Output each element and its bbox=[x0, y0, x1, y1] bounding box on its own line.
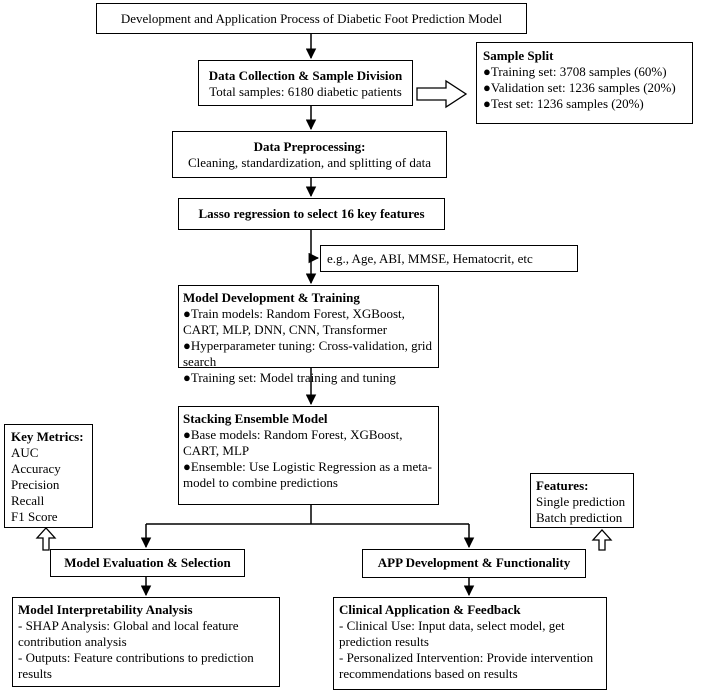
model-evaluation-box: Model Evaluation & Selection bbox=[50, 549, 245, 577]
clinical-application-item: - Personalized Intervention: Provide int… bbox=[339, 650, 594, 681]
key-metrics-item: F1 Score bbox=[11, 509, 58, 524]
data-collection-detail: Total samples: 6180 diabetic patients bbox=[209, 84, 402, 99]
model-development-item: ●Training set: Model training and tuning bbox=[183, 370, 396, 385]
stacking-ensemble-item: ●Ensemble: Use Logistic Regression as a … bbox=[183, 459, 433, 490]
key-metrics-box: Key Metrics: AUC Accuracy Precision Reca… bbox=[4, 424, 93, 528]
model-development-box: Model Development & Training ●Train mode… bbox=[178, 285, 439, 385]
data-collection-heading: Data Collection & Sample Division bbox=[208, 68, 403, 83]
interpretability-heading: Model Interpretability Analysis bbox=[18, 602, 193, 617]
sample-split-item: ●Validation set: 1236 samples (20%) bbox=[483, 80, 676, 95]
stacking-ensemble-item: ●Base models: Random Forest, XGBoost, CA… bbox=[183, 427, 403, 458]
app-development-heading: APP Development & Functionality bbox=[377, 555, 571, 570]
stacking-ensemble-box: Stacking Ensemble Model ●Base models: Ra… bbox=[178, 406, 439, 505]
key-metrics-heading: Key Metrics: bbox=[11, 429, 84, 444]
app-features-item: Batch prediction bbox=[536, 510, 623, 525]
key-metrics-item: Accuracy bbox=[11, 461, 61, 476]
model-evaluation-heading: Model Evaluation & Selection bbox=[64, 555, 231, 570]
clinical-application-box: Clinical Application & Feedback - Clinic… bbox=[333, 597, 607, 690]
preprocessing-heading: Data Preprocessing: bbox=[253, 139, 366, 154]
sample-split-heading: Sample Split bbox=[483, 48, 554, 63]
hollow-arrow-up-to-metrics bbox=[35, 527, 57, 551]
app-features-item: Single prediction bbox=[536, 494, 626, 509]
app-features-heading: Features: bbox=[536, 478, 589, 493]
interpretability-item: - SHAP Analysis: Global and local featur… bbox=[18, 618, 239, 649]
hollow-arrow-up-to-features bbox=[591, 529, 613, 551]
features-example-text: e.g., Age, ABI, MMSE, Hematocrit, etc bbox=[327, 251, 533, 266]
stacking-ensemble-heading: Stacking Ensemble Model bbox=[183, 411, 328, 426]
hollow-arrow-to-sample-split bbox=[416, 79, 468, 109]
data-collection-box: Data Collection & Sample Division Total … bbox=[198, 60, 413, 106]
sample-split-item: ●Test set: 1236 samples (20%) bbox=[483, 96, 644, 111]
model-development-heading: Model Development & Training bbox=[183, 290, 360, 305]
clinical-application-heading: Clinical Application & Feedback bbox=[339, 602, 521, 617]
interpretability-box: Model Interpretability Analysis - SHAP A… bbox=[12, 597, 280, 687]
model-development-item: ●Train models: Random Forest, XGBoost, C… bbox=[183, 306, 405, 337]
lasso-heading: Lasso regression to select 16 key featur… bbox=[198, 206, 425, 221]
app-features-box: Features: Single prediction Batch predic… bbox=[530, 473, 634, 528]
app-development-box: APP Development & Functionality bbox=[362, 549, 586, 578]
preprocessing-box: Data Preprocessing: Cleaning, standardiz… bbox=[172, 131, 447, 178]
key-metrics-item: Recall bbox=[11, 493, 45, 508]
features-example-box: e.g., Age, ABI, MMSE, Hematocrit, etc bbox=[320, 245, 578, 272]
sample-split-item: ●Training set: 3708 samples (60%) bbox=[483, 64, 667, 79]
lasso-box: Lasso regression to select 16 key featur… bbox=[178, 198, 445, 230]
clinical-application-item: - Clinical Use: Input data, select model… bbox=[339, 618, 565, 649]
model-development-item: ●Hyperparameter tuning: Cross-validation… bbox=[183, 338, 433, 369]
interpretability-item: - Outputs: Feature contributions to pred… bbox=[18, 650, 254, 681]
diagram-title-text: Development and Application Process of D… bbox=[120, 11, 503, 26]
preprocessing-detail: Cleaning, standardization, and splitting… bbox=[188, 155, 431, 170]
sample-split-box: Sample Split ●Training set: 3708 samples… bbox=[476, 42, 693, 124]
key-metrics-item: Precision bbox=[11, 477, 60, 492]
diagram-title: Development and Application Process of D… bbox=[96, 3, 527, 34]
key-metrics-item: AUC bbox=[11, 445, 39, 460]
